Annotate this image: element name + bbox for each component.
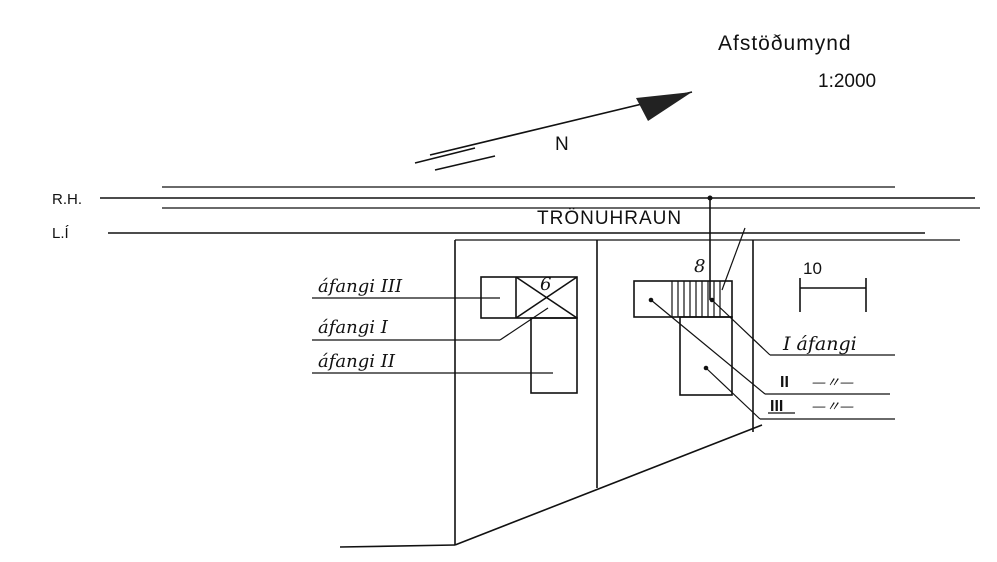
callout-phase-3-right: III [770,398,783,415]
street-lines [100,186,980,241]
callout-phase-2-left: áfangi II [318,351,396,372]
leader-line [721,227,746,291]
drawing-scale: 1:2000 [818,71,876,92]
lot-8-number: 8 [694,256,705,277]
north-arrow-icon [414,91,693,171]
lot-boundaries [339,240,763,548]
li-line-label: L.Í [52,225,70,242]
callout-phase-3-ditto: —〃— [812,399,854,415]
lot-8-buildings [633,280,733,396]
callout-phase-1-left: áfangi I [318,317,389,338]
lot-10-marker [799,278,867,312]
callout-phase-1-right: I áfangi [782,333,857,355]
callout-phase-2-ditto: —〃— [812,375,854,391]
lot-6-number: 6 [540,274,551,295]
north-label: N [555,134,569,155]
lot-6-buildings [480,276,578,394]
callout-phase-3-left: áfangi III [318,276,403,297]
street-name: TRÖNUHRAUN [537,208,682,229]
lot-10-number: 10 [803,259,822,278]
drawing-title: Afstöðumynd [718,32,852,55]
callout-phase-2-right: II [780,374,789,391]
rh-line-label: R.H. [52,191,82,208]
